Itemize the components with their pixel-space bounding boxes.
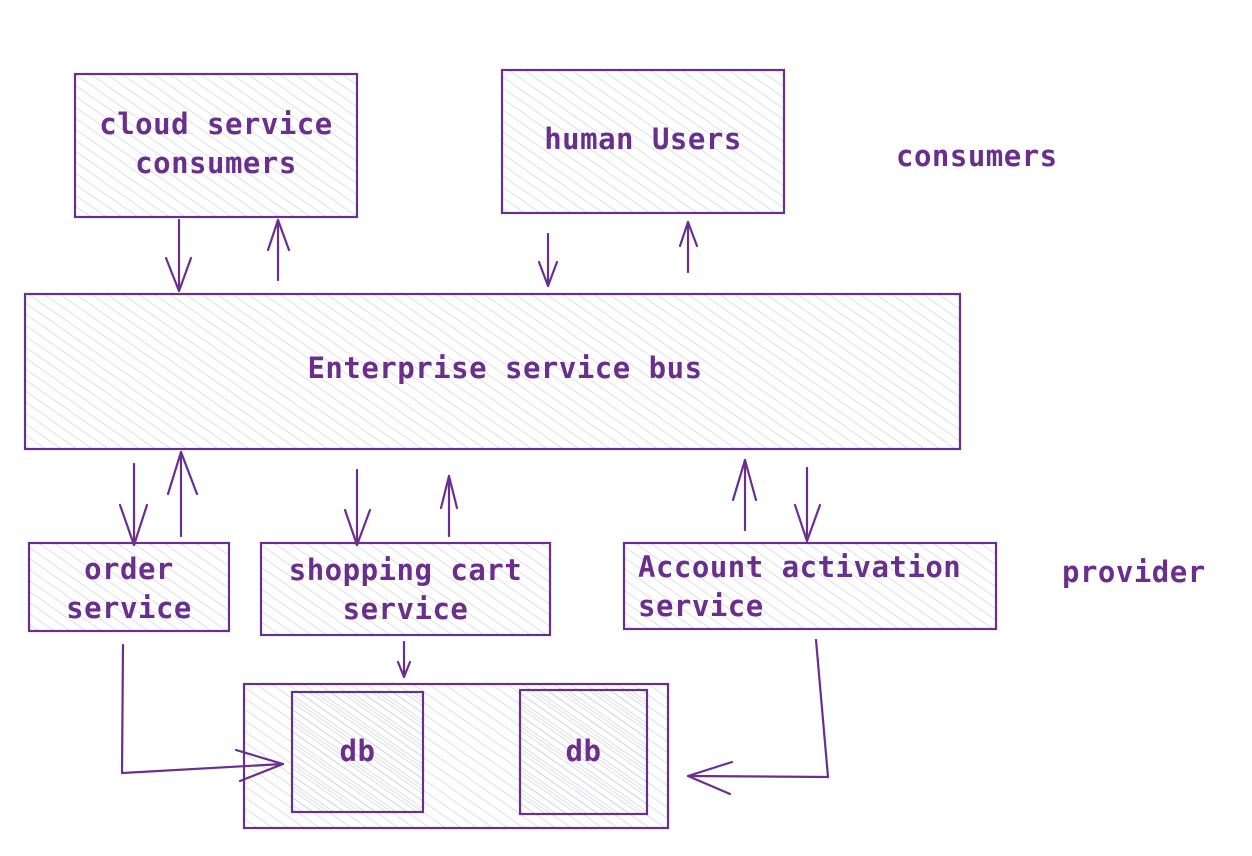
shopping-cart-service-line1: shopping cart — [288, 553, 523, 587]
db2-box — [518, 688, 649, 816]
account-activation-service-box — [622, 541, 998, 631]
order-service-line2: service — [66, 591, 192, 625]
shopping-cart-service-box — [259, 541, 552, 637]
arrow-order-to-db — [120, 643, 285, 783]
arrow-cart-to-db — [396, 640, 412, 679]
arrow-esb-to-order — [118, 462, 149, 547]
cloud-consumers-label: cloud service consumers — [75, 105, 357, 183]
esb-label: Enterprise service bus — [307, 351, 703, 385]
account-activation-service-line1: Account activation — [638, 550, 962, 584]
human-users-label: human Users — [544, 122, 742, 156]
consumers-tier-label: consumers — [896, 139, 1058, 173]
account-activation-service-line2: service — [638, 589, 764, 623]
arrow-esb-to-account — [793, 466, 822, 543]
human-users-box — [500, 68, 786, 215]
arrow-cloud-to-esb — [164, 218, 193, 293]
cloud-consumers-box — [73, 72, 359, 219]
cloud-consumers-line2: consumers — [135, 146, 297, 180]
arrow-esb-to-cloud — [266, 218, 291, 282]
order-service-line1: order — [84, 552, 174, 586]
arrow-esb-to-human — [678, 220, 699, 274]
db1-label: db — [339, 734, 376, 768]
arrow-esb-to-cart — [343, 468, 372, 547]
account-activation-service-label: Account activation service — [638, 548, 961, 626]
shopping-cart-service-line2: service — [342, 592, 469, 626]
order-service-box — [27, 541, 231, 633]
arrow-account-to-db — [686, 638, 830, 796]
provider-tier-label: provider — [1062, 555, 1206, 589]
db2-label: db — [565, 734, 602, 768]
esb-box — [23, 292, 962, 451]
db1-box — [290, 690, 425, 814]
cloud-consumers-line1: cloud service — [99, 107, 333, 141]
arrow-account-to-esb — [731, 458, 758, 532]
arrow-cart-to-esb — [439, 474, 459, 538]
order-service-label: order service — [29, 550, 229, 628]
shopping-cart-service-label: shopping cart service — [261, 551, 550, 629]
arrow-human-to-esb — [537, 232, 559, 288]
arrow-order-to-esb — [166, 450, 199, 538]
